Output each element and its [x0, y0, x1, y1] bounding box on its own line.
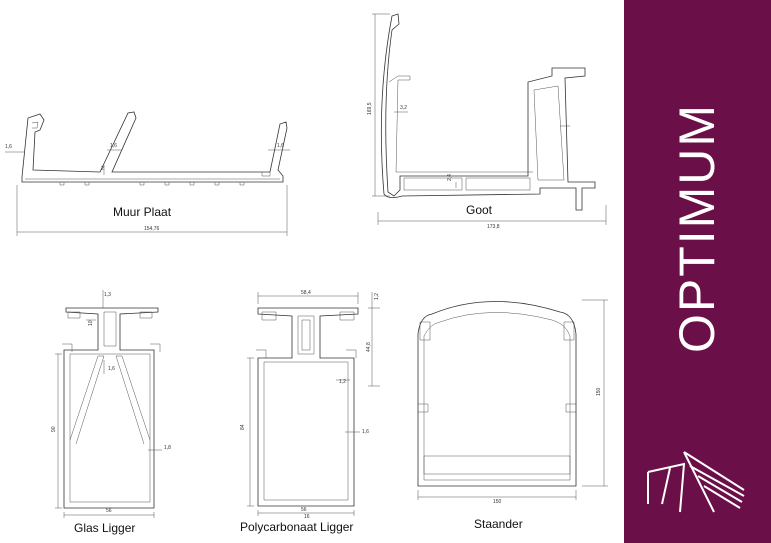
glas-ligger-dim-2: 10 — [88, 320, 94, 326]
muur-plaat-dim-1: 1,6 — [5, 144, 12, 150]
goot-dim-2: 2,4 — [447, 174, 453, 181]
glas-ligger-title: Glas Ligger — [74, 521, 135, 535]
muur-plaat-title: Muur Plaat — [113, 205, 172, 219]
goot-height: 169,5 — [367, 102, 373, 115]
polycarbonaat-ligger-dim-3: 1,2 — [339, 379, 346, 385]
muur-plaat-dim-3: 2 — [101, 166, 104, 172]
muur-plaat-profile — [5, 111, 290, 236]
staander-profile — [417, 299, 608, 500]
staander-width: 150 — [493, 499, 502, 505]
polycarbonaat-ligger-title: Polycarbonaat Ligger — [240, 520, 353, 534]
staander-title: Staander — [474, 517, 523, 531]
glas-ligger-dim-4: 1,8 — [164, 445, 171, 451]
glas-ligger-dim-3: 1,6 — [108, 366, 115, 372]
pergola-logo-icon — [647, 451, 745, 513]
glas-ligger-profile — [55, 290, 162, 518]
muur-plaat-width: 154,76 — [144, 226, 160, 232]
polycarbonaat-ligger-dim-5: 16 — [304, 514, 310, 520]
brand-name: OPTIMUM — [669, 102, 725, 354]
polycarbonaat-ligger-width: 56 — [301, 507, 307, 513]
goot-dim-1: 3,2 — [400, 105, 407, 111]
glas-ligger-dim-1: 1,3 — [104, 292, 111, 298]
polycarbonaat-ligger-profile — [247, 292, 380, 516]
polycarbonaat-ligger-dim-1: 1,2 — [374, 293, 380, 300]
brand-panel: OPTIMUM — [624, 0, 771, 543]
goot-title: Goot — [466, 203, 493, 217]
muur-plaat-dim-4: 1,6 — [277, 143, 284, 149]
staander-height: 150 — [596, 387, 602, 396]
goot-profile — [372, 13, 607, 225]
glas-ligger-height: 90 — [51, 426, 57, 432]
polycarbonaat-ligger-height: 84 — [240, 424, 246, 430]
glas-ligger-width: 56 — [106, 508, 112, 514]
goot-width: 173,8 — [487, 224, 500, 230]
muur-plaat-dim-2: 1,6 — [110, 143, 117, 149]
polycarbonaat-ligger-dim-2: 44,8 — [366, 342, 372, 352]
polycarbonaat-ligger-dim-4: 1,6 — [362, 429, 369, 435]
polycarbonaat-ligger-width-top: 58,4 — [301, 290, 311, 296]
technical-drawing: 1,6 1,6 2 1,6 154,76 Muur Plaat 169,5 3,… — [5, 13, 608, 535]
